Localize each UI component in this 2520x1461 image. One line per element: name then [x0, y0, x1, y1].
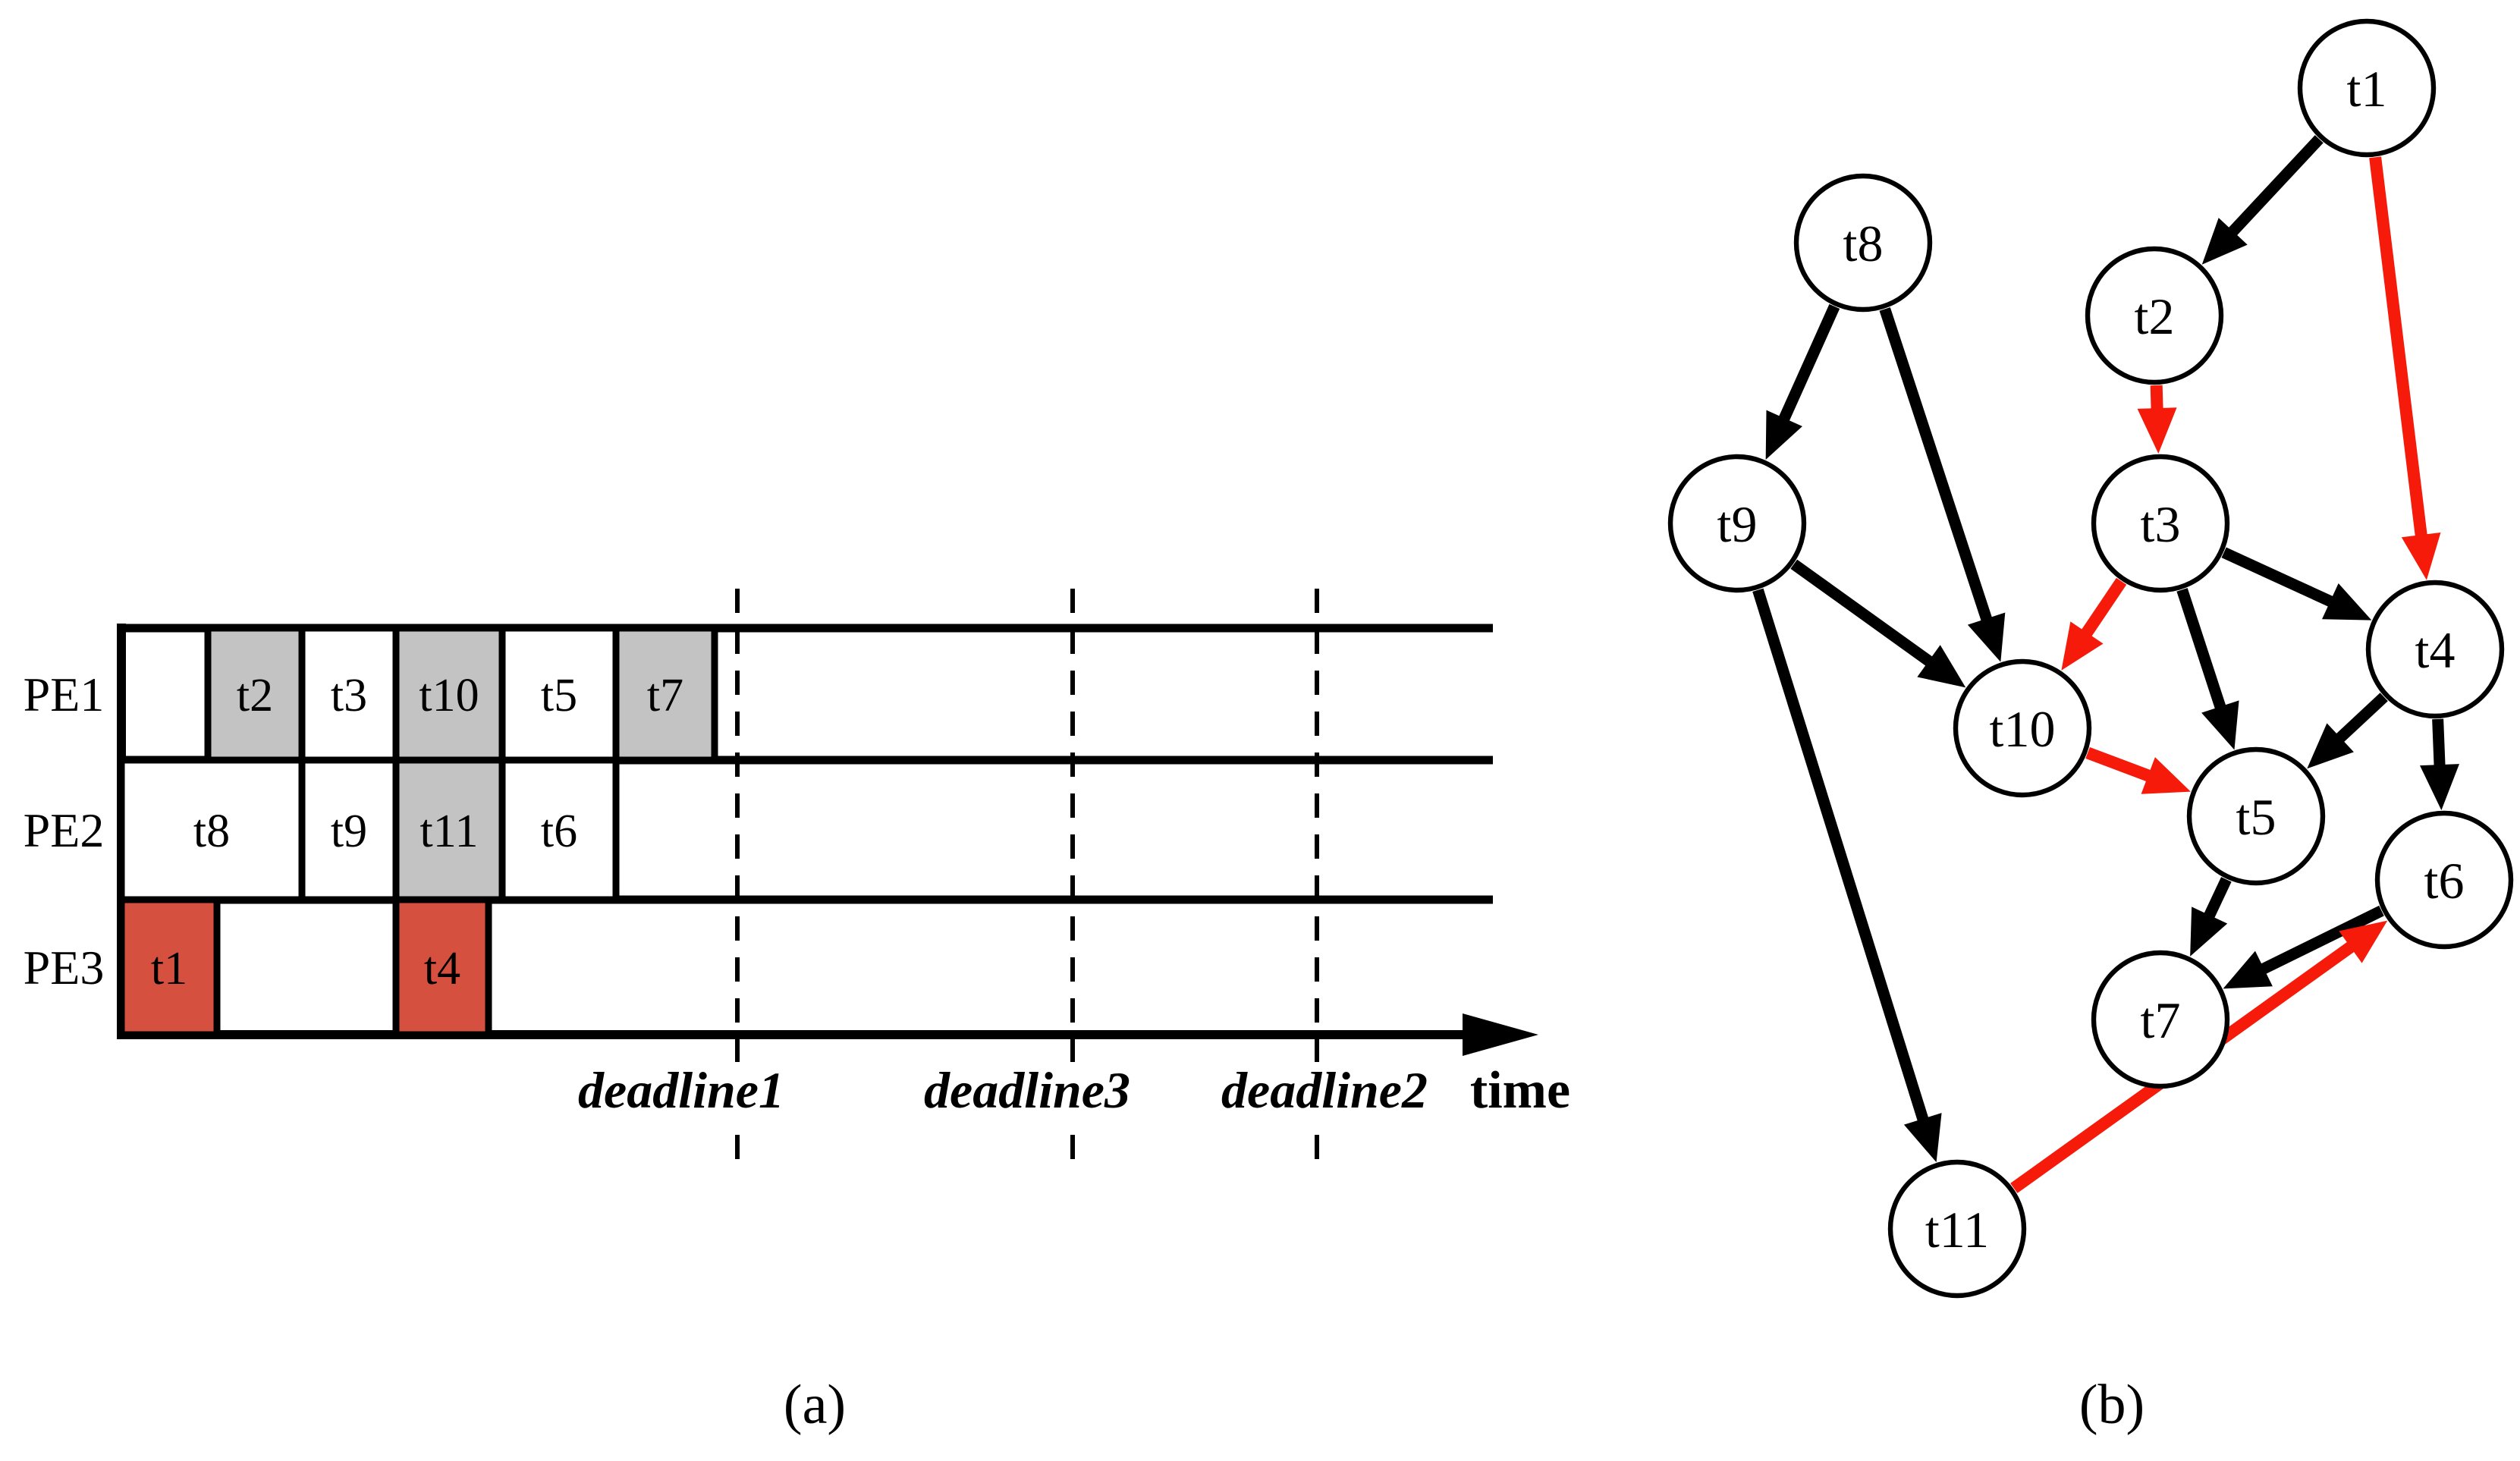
- deadline-label: deadline1: [578, 1061, 784, 1119]
- task-label-t1: t1: [151, 943, 187, 994]
- task-box-t8: [118, 756, 306, 903]
- arrowhead-icon-t8-t9: [1765, 410, 1802, 460]
- node-t3: [2091, 454, 2230, 593]
- edge-t3-t10: [2078, 577, 2127, 642]
- edge-t4-t5: [2332, 693, 2388, 746]
- node-label-t3: t3: [2141, 495, 2181, 553]
- edge-t3-t5: [2176, 588, 2228, 715]
- edge-t5-t7: [2201, 877, 2232, 923]
- task-label-t3: t3: [331, 670, 367, 721]
- node-label-t2: t2: [2135, 287, 2175, 345]
- edge-t9-t10: [1790, 559, 1937, 670]
- arrowhead-icon-t9-t11: [1903, 1113, 1942, 1163]
- arrowhead-icon-t11-t6: [2339, 920, 2388, 963]
- arrowhead-icon-t3-t10: [2061, 621, 2104, 671]
- edge-t8-t9: [1777, 303, 1840, 426]
- node-t9: [1667, 454, 1807, 593]
- time-axis-arrowhead-icon: [1463, 1013, 1538, 1056]
- edge-t3-t4: [2221, 547, 2339, 609]
- arrowhead-icon-t4-t5: [2307, 723, 2354, 769]
- arrowhead-icon-t10-t5: [2141, 757, 2191, 794]
- edge-t10-t5: [2085, 746, 2157, 784]
- task-box-t7: [612, 624, 718, 764]
- arrowhead-icon-t5-t7: [2190, 906, 2228, 957]
- edge-t6-t7: [2255, 905, 2384, 977]
- row-label-PE3: PE3: [24, 941, 105, 994]
- arrowhead-icon-t8-t10: [1967, 612, 2006, 662]
- arrowhead-icon-t3-t4: [2321, 583, 2372, 621]
- node-label-t1: t1: [2347, 60, 2387, 118]
- task-label-t9: t9: [331, 806, 367, 857]
- task-box-t4: [392, 896, 492, 1038]
- task-label-t10: t10: [419, 670, 479, 721]
- graph-nodes: t1 t8 t2 t9 t3 t4 t10 t5 t6 t7 t11: [1667, 18, 2514, 1299]
- task-label-t2: t2: [237, 670, 273, 721]
- task-box-t1: [118, 896, 221, 1038]
- edge-t9-t11: [1752, 588, 1931, 1126]
- node-label-t11: t11: [1925, 1201, 1989, 1258]
- task-label-t8: t8: [193, 806, 230, 857]
- arrowhead-icon-t1-t4: [2401, 532, 2441, 580]
- node-t7: [2091, 950, 2230, 1089]
- node-label-t9: t9: [1717, 495, 1758, 553]
- edge-t8-t10: [1879, 307, 1994, 627]
- node-label-t7: t7: [2141, 991, 2181, 1049]
- arrowhead-icon-t3-t5: [2201, 700, 2239, 750]
- arrowhead-icon-t2-t3: [2137, 407, 2177, 454]
- arrowhead-icon-t1-t2: [2201, 218, 2248, 265]
- task-label-t6: t6: [541, 806, 577, 857]
- row-label-PE1: PE1: [24, 668, 105, 721]
- node-t5: [2186, 746, 2326, 886]
- task-box-t10: [392, 624, 506, 764]
- node-label-t4: t4: [2415, 621, 2456, 679]
- node-label-t5: t5: [2236, 788, 2276, 846]
- gantt-schedule-chart: deadline1 deadline3 deadline2 time t2 t3 t10 t5…: [24, 589, 1570, 1174]
- edge-t1-t2: [2224, 135, 2324, 240]
- arrowhead-icon-t6-t7: [2223, 950, 2273, 989]
- task-box-t6: [498, 756, 620, 903]
- edge-t4-t6: [2432, 718, 2446, 771]
- arrowhead-icon-t9-t10: [1917, 645, 1966, 688]
- node-label-t10: t10: [1990, 700, 2056, 758]
- arrowhead-icon-t4-t6: [2420, 764, 2459, 811]
- node-t8: [1793, 173, 1933, 313]
- task-dependency-graph: t1 t8 t2 t9 t3 t4 t10 t5 t6 t7 t11: [1667, 18, 2514, 1299]
- deadline-label: deadline3: [924, 1061, 1130, 1119]
- node-t2: [2085, 246, 2224, 385]
- caption-a: (a): [784, 1374, 846, 1436]
- time-axis-label: time: [1470, 1061, 1570, 1120]
- caption-b: (b): [2079, 1374, 2145, 1436]
- node-label-t6: t6: [2424, 852, 2465, 910]
- node-t1: [2297, 18, 2437, 158]
- edge-t1-t4: [2369, 156, 2428, 542]
- task-label-t5: t5: [541, 670, 577, 721]
- row-label-PE2: PE2: [24, 803, 105, 857]
- deadline-label: deadline2: [1221, 1061, 1428, 1119]
- node-t11: [1887, 1159, 2027, 1299]
- node-t6: [2374, 810, 2514, 950]
- node-t4: [2365, 580, 2505, 719]
- task-label-t7: t7: [647, 670, 683, 721]
- task-label-t4: t4: [424, 943, 460, 994]
- task-label-t11: t11: [420, 806, 479, 857]
- node-t10: [1953, 658, 2092, 798]
- node-label-t8: t8: [1843, 215, 1884, 272]
